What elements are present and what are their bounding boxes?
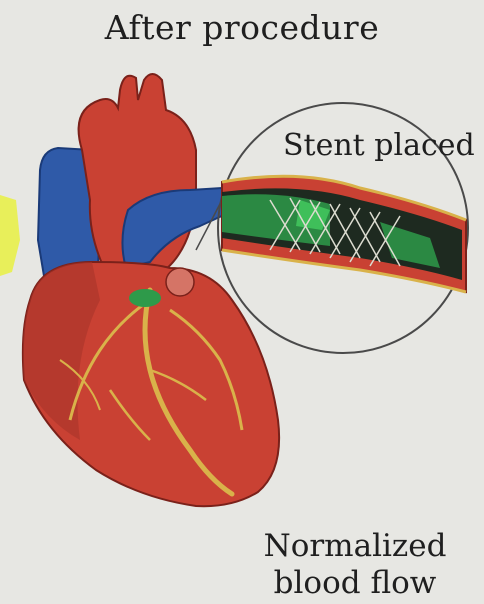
diagram-title: After procedure (0, 8, 484, 47)
stent-site-icon (129, 289, 161, 307)
flow-label-line2: blood flow (250, 565, 460, 602)
heart-illustration-icon (23, 74, 279, 506)
stent-placed-label: Stent placed (283, 128, 475, 163)
normalized-flow-label: Normalized blood flow (250, 528, 460, 602)
flow-label-line1: Normalized (250, 528, 460, 565)
highlight-mark (0, 195, 20, 276)
stent-mesh-icon (222, 176, 466, 292)
